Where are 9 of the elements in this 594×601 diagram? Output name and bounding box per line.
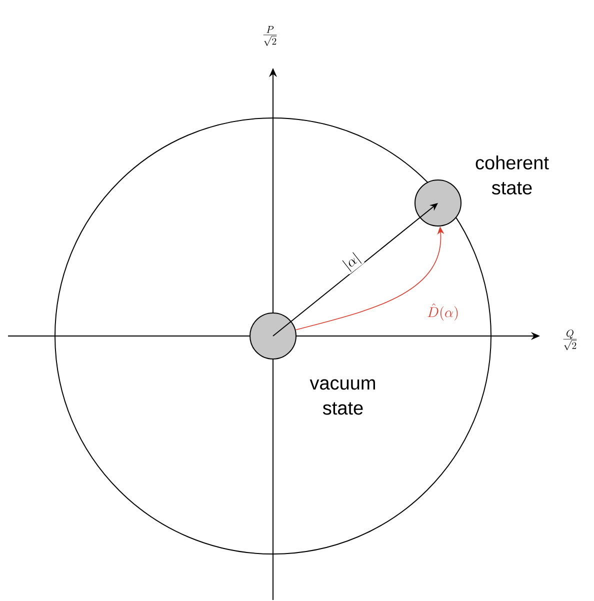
axis-label: $\frac{P}{\sqrt{2}}$	[263, 26, 277, 46]
state-label: coherent state	[476, 156, 549, 194]
edge-label: $\hat{D}(\alpha)$	[426, 302, 460, 322]
state-label: vacuum state	[310, 379, 375, 415]
edge-label: $|\alpha|$	[339, 250, 365, 274]
state-circle	[250, 312, 296, 360]
axis-label: $\frac{Q}{\sqrt{2}}$	[563, 330, 577, 350]
state-circle	[414, 180, 462, 226]
arrow	[272, 203, 438, 336]
